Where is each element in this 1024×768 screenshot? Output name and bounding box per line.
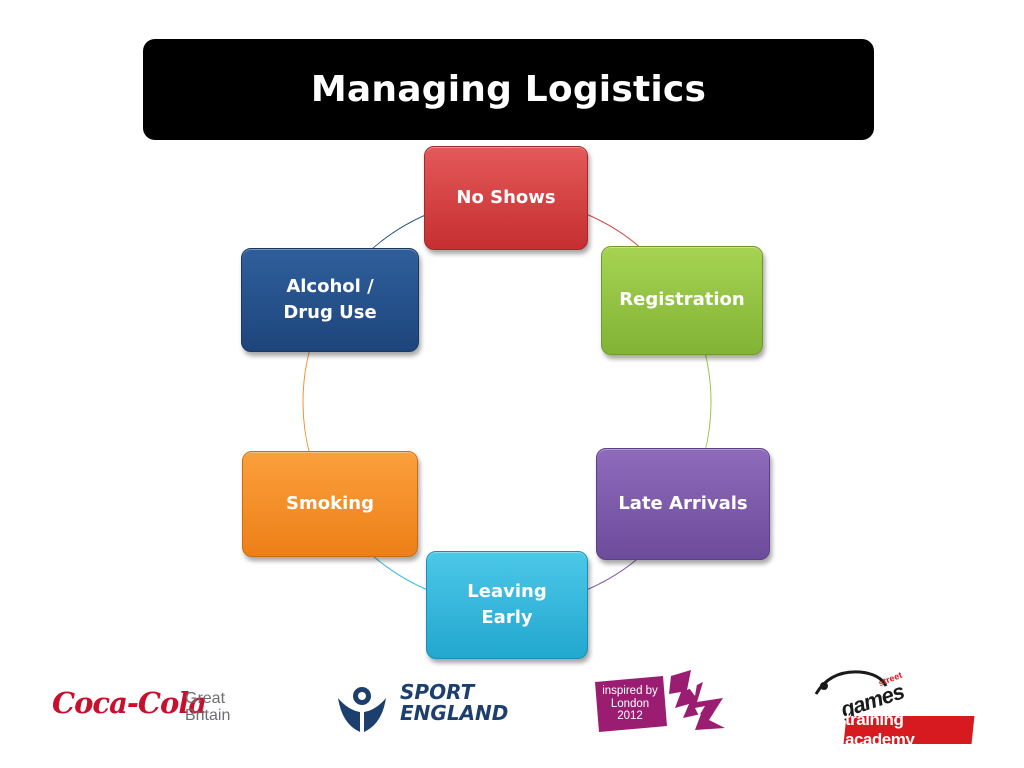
sport-line1: SPORT	[400, 680, 475, 704]
sport-line2: ENGLAND	[400, 701, 509, 725]
coke-sub-line2: Britain	[185, 707, 231, 724]
cycle-node-late-arrivals: Late Arrivals	[596, 448, 770, 560]
cycle-node-alcohol-drug-use: Alcohol / Drug Use	[241, 248, 419, 352]
academy-bar-text: training academy	[845, 710, 915, 749]
coca-cola-wordmark: Coca-Cola	[52, 686, 207, 720]
coke-sub-line1: Great	[185, 690, 226, 707]
cycle-node-leaving-early: Leaving Early	[426, 551, 588, 659]
cycle-node-smoking: Smoking	[242, 451, 418, 557]
street-games-swoosh-icon	[814, 670, 888, 695]
sport-england-wordmark: SPORT ENGLAND	[400, 682, 508, 724]
badge-line2: London	[610, 697, 650, 710]
node-label: No Shows	[456, 186, 556, 208]
node-label-line1: Alcohol /	[286, 275, 374, 297]
sport-england-logo: SPORT ENGLAND	[334, 676, 524, 736]
coca-cola-subtitle: Great Britain	[185, 690, 230, 724]
coca-cola-logo: Coca-Cola Great Britain	[52, 684, 242, 736]
node-label-line2: Early	[481, 607, 533, 628]
node-label: Smoking	[286, 492, 374, 514]
cycle-node-no-shows: No Shows	[424, 146, 588, 250]
london-2012-emblem-icon	[595, 670, 725, 732]
badge-line1: inspired by	[602, 685, 658, 697]
london-2012-text: inspired by London 2012	[602, 685, 658, 723]
street-games-academy-logo: street games training academy	[810, 660, 975, 750]
node-label: Registration	[619, 289, 745, 311]
cycle-node-registration: Registration	[601, 246, 763, 355]
badge-line3: 2012	[617, 710, 643, 722]
title-bar: Managing Logistics	[143, 39, 874, 140]
sport-england-mark-icon	[338, 687, 386, 732]
london-2012-logo: inspired by London 2012	[591, 668, 731, 738]
node-label-line2: Drug Use	[283, 302, 377, 323]
node-label: Late Arrivals	[618, 492, 748, 514]
academy-bar: training academy	[843, 710, 975, 749]
node-label-line1: Leaving	[467, 580, 547, 602]
slide-title: Managing Logistics	[310, 69, 707, 110]
